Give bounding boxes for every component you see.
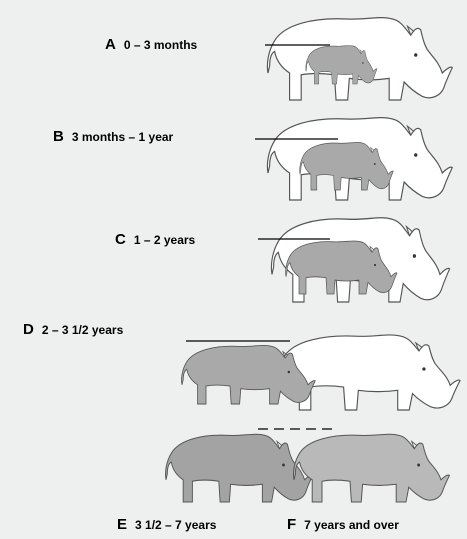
stage-label-d: D 2 – 3 1/2 years [23, 322, 123, 338]
row-a-illustration [265, 18, 452, 100]
stage-range: 3 months – 1 year [72, 130, 173, 144]
subadult-rhino-icon [166, 434, 313, 502]
stage-letter: D [23, 321, 34, 338]
stage-letter: F [287, 516, 296, 533]
stage-range: 1 – 2 years [134, 233, 195, 247]
stage-label-f: F 7 years and over [287, 517, 399, 533]
stage-range: 7 years and over [304, 518, 399, 532]
stage-letter: C [115, 231, 126, 248]
stage-letter: B [53, 128, 64, 145]
stage-label-c: C 1 – 2 years [115, 232, 195, 248]
stage-label-a: A 0 – 3 months [105, 37, 197, 53]
stage-range: 0 – 3 months [124, 38, 197, 52]
row-c-illustration [258, 218, 450, 302]
stage-range: 3 1/2 – 7 years [135, 518, 216, 532]
stage-letter: A [105, 36, 116, 53]
adult-rhino-icon [293, 434, 449, 502]
row-b-illustration [255, 118, 452, 200]
stage-label-b: B 3 months – 1 year [53, 129, 173, 145]
stage-label-e: E 3 1/2 – 7 years [117, 517, 216, 533]
stage-letter: E [117, 516, 127, 533]
stage-range: 2 – 3 1/2 years [42, 323, 123, 337]
row-ef-illustration [166, 429, 450, 502]
row-d-illustration [182, 335, 460, 410]
